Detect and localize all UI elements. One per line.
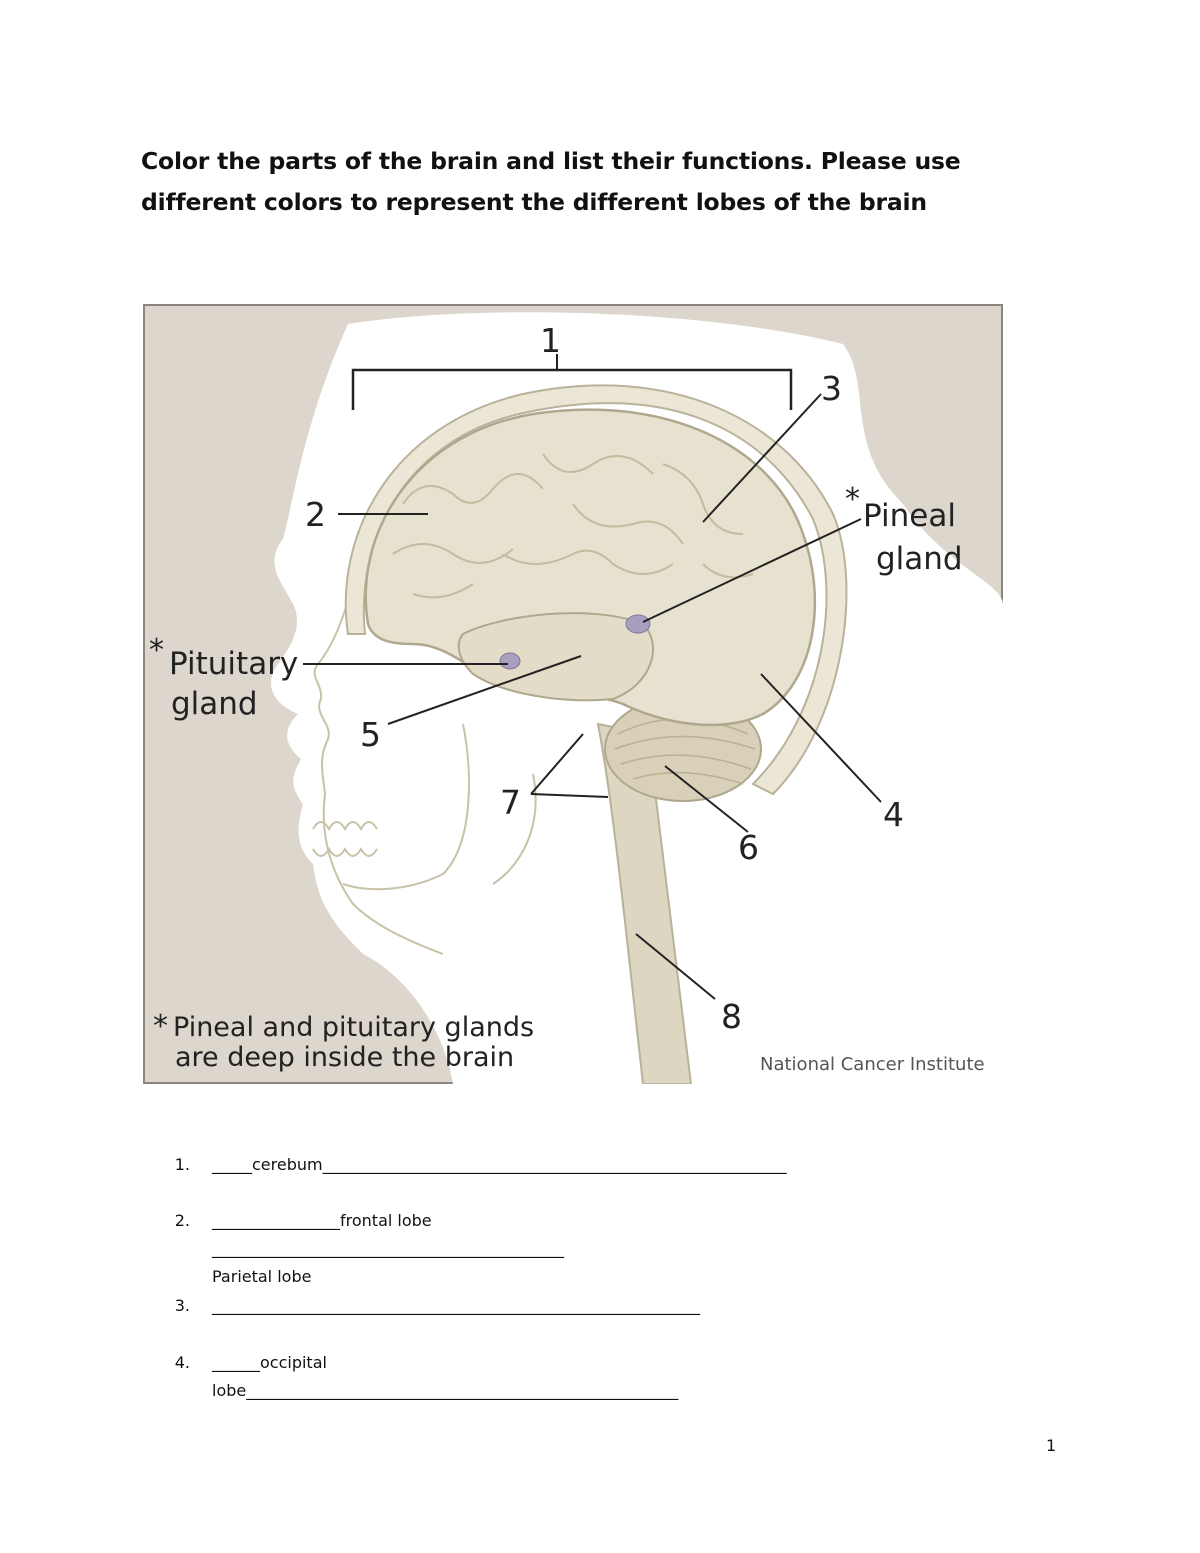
pituitary-asterisk: * [149,633,164,668]
label-8: 8 [721,997,742,1036]
answer-3-number: 3. [174,1296,190,1315]
page-number: 1 [1046,1436,1057,1455]
answer-2-parietal-lobe: Parietal lobe [212,1267,312,1286]
answer-1-number: 1. [174,1155,190,1174]
footnote-asterisk: * [153,1009,168,1044]
image-credit: National Cancer Institute [760,1054,985,1075]
pineal-asterisk: * [845,482,860,517]
label-3: 3 [821,369,842,408]
pituitary-label-line-1: Pituitary [169,646,298,682]
label-4: 4 [883,795,904,834]
pituitary-gland [499,652,521,670]
brain-diagram: 1 2 3 4 5 6 7 8 * Pineal gland * Pituita… [143,304,1003,1084]
answer-1-text: _____cerebum____________________________… [212,1155,787,1174]
skull-shell [344,384,848,796]
label-1: 1 [540,321,561,360]
heading-line-1: Color the parts of the brain and list th… [141,147,961,175]
label-7: 7 [500,783,521,822]
spinal-cord [596,722,693,1084]
answer-4-text: ______occipital [212,1353,327,1372]
answer-4-continuation: lobe____________________________________… [212,1381,679,1400]
bracket-1 [351,368,793,410]
label-6: 6 [738,828,759,867]
leader-lines [303,393,882,1000]
worksheet-heading: Color the parts of the brain and list th… [141,141,1101,223]
label-5: 5 [360,715,381,754]
pineal-label-line-2: gland [876,541,963,577]
answer-3-text: ________________________________________… [212,1296,700,1315]
heading-line-2: different colors to represent the differ… [141,188,927,216]
pineal-label-line-1: Pineal [863,498,956,534]
footnote-line-1: Pineal and pituitary glands [173,1012,534,1043]
pineal-gland [625,614,651,634]
footnote-line-2: are deep inside the brain [175,1042,514,1073]
label-2: 2 [305,495,326,534]
skull-outline [313,503,444,955]
answer-4-number: 4. [174,1353,190,1372]
temporal-lobe [457,612,654,702]
teeth [312,821,378,857]
answer-2-text: ________________frontal lobe [212,1211,432,1230]
brain-gyri [392,453,754,599]
pituitary-label-line-2: gland [171,686,258,722]
brain-diagram-svg: 1 2 3 4 5 6 7 8 * Pineal gland * Pituita… [143,304,1003,1084]
answer-2-continuation-line: ________________________________________… [212,1239,564,1258]
answer-2-number: 2. [174,1211,190,1230]
